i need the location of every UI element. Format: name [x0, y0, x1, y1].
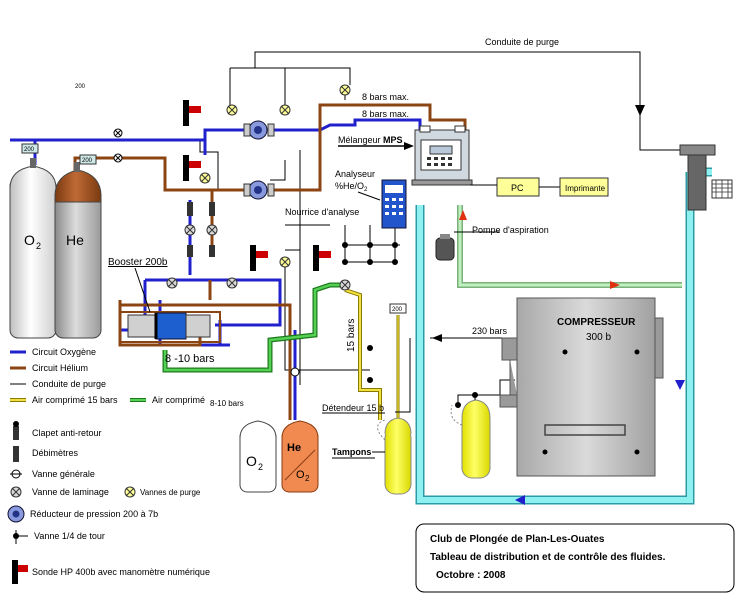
- cylinder-o2-sub: 2: [36, 241, 41, 251]
- cylinder-o2-label: O: [24, 232, 35, 248]
- pc-box: PC: [470, 177, 560, 197]
- label-analyser: Analyseur: [335, 169, 375, 179]
- hp-probes: [183, 100, 331, 271]
- legend-check-valve: Clapet anti-retour: [32, 428, 102, 438]
- suction-pump: [435, 231, 500, 261]
- legend-air-15: Air comprimé 15 bars: [32, 395, 118, 405]
- air-15-line: [344, 288, 400, 425]
- cylinder-heliox-o: O: [296, 469, 305, 481]
- legend: Circuit Oxygène Circuit Hélium Conduite …: [7, 347, 244, 584]
- compressor: COMPRESSEUR 300 b: [499, 297, 664, 477]
- label-purge-line: Conduite de purge: [485, 37, 559, 47]
- heliox-cylinder: He O 2: [281, 420, 319, 493]
- label-analysis-manifold: Nourrice d'analyse: [285, 207, 359, 217]
- compressor-capacity: 300 b: [586, 332, 611, 343]
- legend-oxygen: Circuit Oxygène: [32, 347, 96, 357]
- mixer-mps: [411, 125, 473, 186]
- line-230-bars: [395, 334, 512, 413]
- gauges: 200 200 200: [21, 143, 407, 314]
- page-number: 200: [75, 84, 86, 90]
- legend-reducer: Réducteur de pression 200 à 7b: [30, 509, 158, 519]
- oxygen-cylinder-small: O 2: [239, 420, 277, 493]
- cylinder-small-o2-sub: 2: [258, 462, 263, 472]
- legend-hp-probe: Sonde HP 400b avec manomètre numérique: [32, 567, 210, 577]
- gauge-3-value: 200: [392, 307, 403, 313]
- quarter-valves: [342, 242, 478, 408]
- throttle-valves: [166, 224, 351, 291]
- legend-helium: Circuit Hélium: [32, 363, 88, 373]
- legend-quarter-valve: Vanne 1/4 de tour: [34, 531, 105, 541]
- pressure-reducers: [243, 120, 275, 200]
- gauge-2-value: 200: [82, 158, 93, 164]
- cylinder-he-label: He: [66, 232, 84, 248]
- air-8-10-line: [162, 282, 345, 373]
- booster: [119, 311, 221, 343]
- cylinder-small-o2-label: O: [246, 453, 257, 469]
- printer-box: Imprimante: [559, 177, 609, 197]
- info-date: Octobre : 2008: [436, 570, 506, 581]
- label-booster: Booster 200b: [108, 257, 168, 268]
- label-suction-pump: Pompe d'aspiration: [472, 225, 549, 235]
- label-regulator-15: Détendeur 15 b: [322, 403, 384, 413]
- label-8-bars-max-1: 8 bars max.: [362, 92, 409, 102]
- legend-main-valve: Vanne générale: [32, 469, 95, 479]
- flowmeters: [187, 202, 215, 257]
- legend-air-810-label: Air comprimé: [152, 395, 205, 405]
- purge-valves: [199, 84, 351, 268]
- cylinder-heliox-sub: 2: [305, 474, 310, 483]
- helium-cylinder-large: He: [54, 162, 102, 339]
- legend-purge-valves: Vannes de purge: [140, 488, 201, 497]
- main-valves: [113, 128, 300, 377]
- info-club: Club de Plongée de Plan-Les-Ouates: [430, 534, 605, 545]
- vent-stack: [679, 144, 733, 211]
- printer-label: Imprimante: [565, 184, 606, 193]
- info-box: Club de Plongée de Plan-Les-Ouates Table…: [415, 523, 735, 593]
- buffer-tank-1: [377, 417, 412, 495]
- info-subtitle: Tableau de distribution et de contrôle d…: [430, 552, 666, 563]
- cylinder-heliox-he: He: [287, 442, 301, 454]
- compressor-title: COMPRESSEUR: [557, 317, 636, 328]
- gauge-1-value: 200: [24, 147, 35, 153]
- legend-flowmeters: Débimètres: [32, 448, 79, 458]
- legend-throttle-valve: Vanne de laminage: [32, 487, 109, 497]
- label-mixer: Mélangeur MPS: [338, 135, 403, 145]
- label-8-bars-max-2: 8 bars max.: [362, 109, 409, 119]
- legend-air-810-value: 8-10 bars: [210, 399, 244, 408]
- label-buffers: Tampons: [332, 447, 371, 457]
- label-8-10-bars: 8 -10 bars: [165, 353, 215, 365]
- legend-purge: Conduite de purge: [32, 379, 106, 389]
- analyser: [381, 179, 407, 229]
- pc-label: PC: [511, 183, 524, 193]
- oxygen-cylinder-large: O 2: [9, 158, 57, 339]
- label-analyser-gas: %He/O2: [335, 181, 368, 193]
- label-230-bars: 230 bars: [472, 326, 508, 336]
- label-15-bars: 15 bars: [346, 319, 357, 352]
